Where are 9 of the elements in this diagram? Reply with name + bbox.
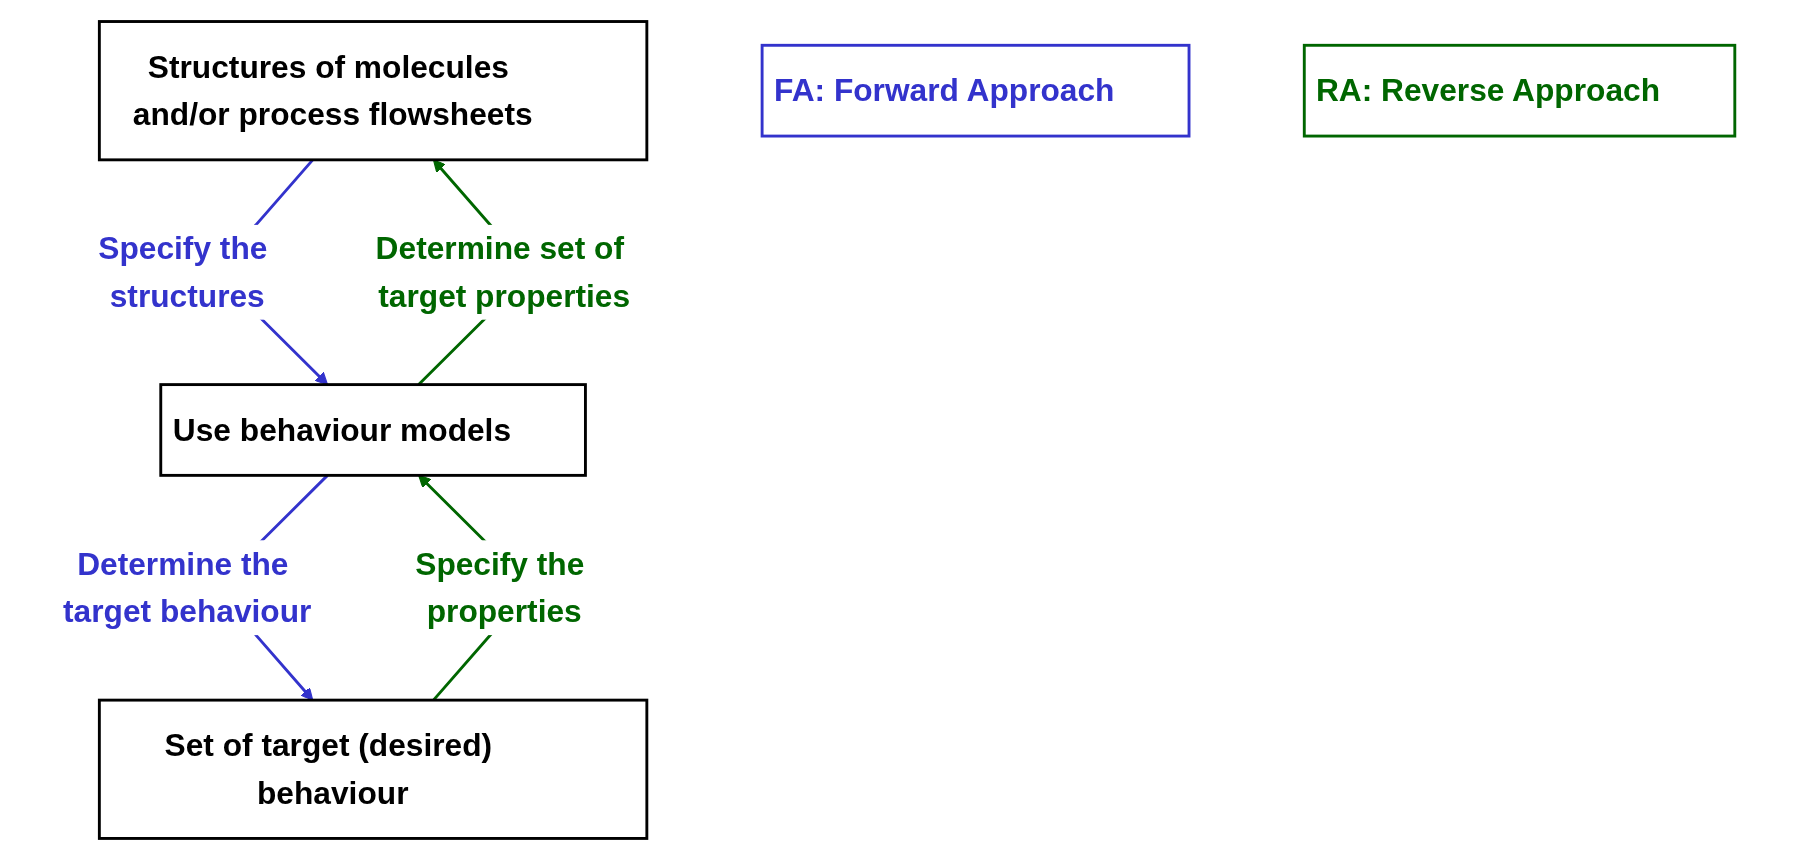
edge-label: Determine the target behaviour [63, 545, 312, 630]
node-box: Set of target (desired) behaviour [98, 698, 649, 840]
node-box: FA: Forward Approach [761, 43, 1191, 138]
edge-label: Specify the properties [415, 545, 585, 630]
edge-label: Determine set of target properties [375, 230, 631, 315]
edge-label: Specify the structures [98, 230, 268, 315]
node-box: Use behaviour models [159, 383, 588, 477]
node-box: Structures of molecules and/or process flowsheets [98, 20, 649, 162]
node-box: RA: Reverse Approach [1303, 43, 1737, 138]
